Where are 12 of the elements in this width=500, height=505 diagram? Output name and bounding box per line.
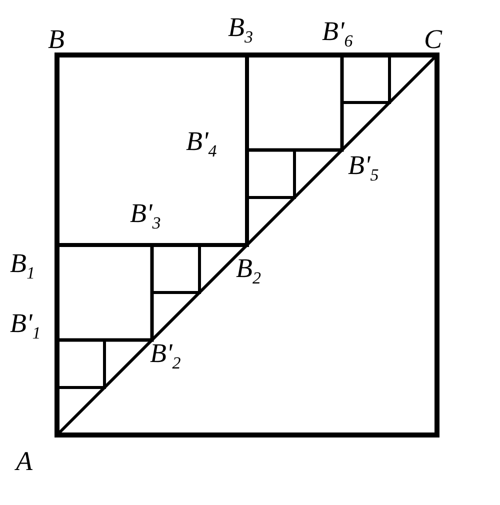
point-label: B: [48, 26, 64, 53]
point-label: B$_{2}$: [236, 255, 261, 286]
point-label: B'$_{6}$: [322, 18, 353, 50]
point-label: B$_{1}$: [10, 250, 35, 282]
point-label: B'$_{2}$: [150, 340, 181, 372]
point-label: B'$_{4}$: [186, 128, 217, 160]
point-label: B'$_{1}$: [10, 310, 41, 342]
point-label: B$_{3}$: [228, 14, 253, 46]
point-label: B'$_{5}$: [348, 152, 379, 184]
point-label: A: [16, 448, 32, 475]
point-label: C: [424, 26, 442, 53]
point-label: B'$_{3}$: [130, 200, 161, 232]
